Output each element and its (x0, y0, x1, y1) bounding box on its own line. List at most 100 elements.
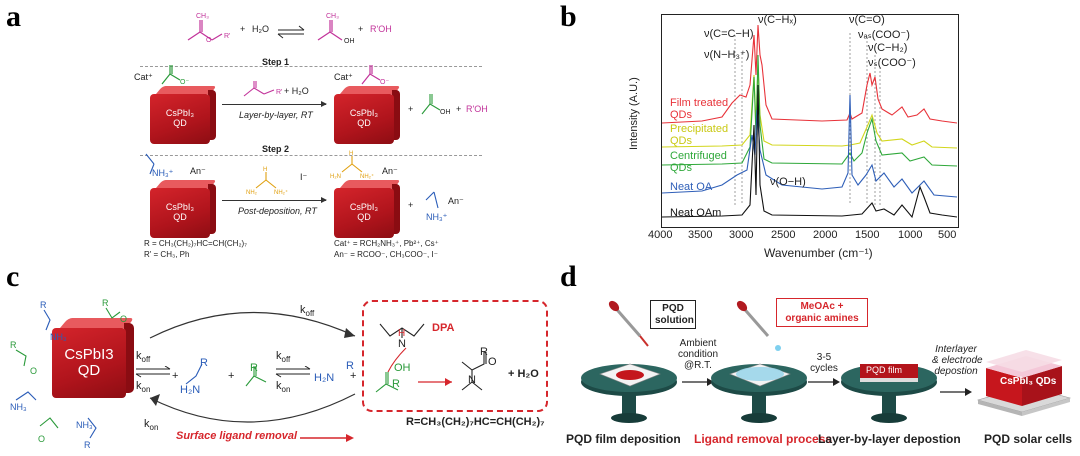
step2-divider (140, 155, 482, 156)
c-n-1: N (398, 338, 406, 350)
c-r-def: R=CH₃(CH₂)₇HC=CH(CH₂)₇ (406, 416, 545, 428)
step1-cat-left: Cat⁺ (134, 72, 153, 83)
top-plus-2: + (358, 24, 363, 34)
c-water: + H₂O (508, 368, 539, 380)
step2-nh3-right: NH₃⁺ (426, 212, 447, 223)
annot-o-h: ν(O−H) (770, 176, 806, 188)
c-o: O (488, 356, 497, 368)
annot-c-h2: ν(C−H₂) (868, 42, 907, 54)
c-r-4: R (392, 378, 400, 390)
k-on-bottom: kon (144, 418, 158, 432)
caption-deposition: PQD film deposition (566, 432, 681, 446)
acid-product-step1: OH (418, 90, 458, 122)
svg-text:O⁻: O⁻ (180, 79, 189, 86)
c-h2n-2: H₂N (314, 372, 334, 384)
fa-reagent: H NH₂ NH₂⁺ (246, 166, 296, 196)
step2-an-right: An⁻ (448, 196, 464, 207)
step2-plus: + (408, 200, 413, 210)
annot-c-o: ν(C=O) (849, 14, 885, 26)
series-label-film-l1: Film treated (670, 97, 728, 109)
svg-text:R': R' (224, 33, 230, 40)
c-plus-3: + (350, 370, 356, 382)
ester-hydrolysis-structures: CH₃ O R' CH₃ OH (178, 10, 398, 52)
eq-arrows-2 (274, 366, 314, 378)
footnote-an: An⁻ = RCOO⁻, CH₃COO⁻, I⁻ (334, 250, 438, 259)
k-on-2: kon (276, 380, 290, 394)
k-sub: on (142, 385, 151, 394)
annot-vs-coo: νₛ(COO⁻) (868, 56, 916, 69)
caption-removal: Ligand removal process (694, 432, 832, 446)
pqd-solution-1: PQD (655, 303, 691, 315)
series-label-film: Film treated QDs (670, 97, 728, 121)
svg-text:NH₃: NH₃ (10, 402, 27, 412)
fa-product: H H₂N NH₂⁺ (330, 150, 390, 180)
svg-text:H: H (263, 167, 267, 173)
c-plus-2: + (228, 370, 234, 382)
top-plus-1: + (240, 24, 245, 34)
c-r-2: R (250, 362, 258, 374)
svg-text:CH₃: CH₃ (196, 13, 209, 20)
series-label-precip-l1: Precipitated (670, 123, 728, 135)
annot-n-h: ν(N−H₃⁺) (704, 48, 749, 61)
step2-title: Step 2 (262, 144, 289, 154)
series-label-oa: Neat OA (670, 181, 712, 193)
cells-label: CsPbI₃ QDs (1000, 376, 1056, 387)
meoac-2: organic amines (781, 313, 863, 325)
svg-text:O⁻: O⁻ (380, 79, 389, 86)
step2-arrow (222, 200, 326, 201)
dpa-label: DPA (432, 322, 454, 334)
cycles-2: cycles (808, 363, 840, 374)
footnote-cat: Cat⁺ = RCH₂NH₃⁺, Pb²⁺, Cs⁺ (334, 239, 439, 248)
x-tick: 1500 (855, 229, 879, 241)
step1-plus-1: + (408, 104, 413, 114)
pqd-solution-2: solution (655, 315, 691, 327)
svg-text:O: O (38, 434, 45, 444)
svg-text:R: R (102, 298, 109, 308)
qd-label-2: QD (357, 119, 371, 129)
x-tick: 1000 (898, 229, 922, 241)
qd-cube-step1-right: CsPbI₃ QD (334, 86, 400, 144)
k-sub: off (306, 309, 315, 318)
carboxylate-left: O⁻ (152, 62, 192, 88)
b-xlabel: Wavenumber (cm⁻¹) (764, 246, 873, 260)
panel-letter-a: a (6, 0, 21, 34)
step1-condition: Layer-by-layer, RT (239, 110, 313, 120)
series-label-precip: Precipitated QDs (670, 123, 728, 147)
svg-text:NH₂⁺: NH₂⁺ (360, 173, 374, 180)
k-sub: off (282, 355, 291, 364)
svg-text:NH₃: NH₃ (76, 420, 93, 430)
svg-text:R: R (84, 440, 91, 450)
k-sub: on (150, 423, 159, 432)
c-plus-1: + (172, 370, 178, 382)
process-arrow-2 (806, 376, 842, 388)
carboxylate-right: O⁻ (352, 62, 392, 88)
step1-arrow (222, 104, 326, 105)
caption-cells: PQD solar cells (984, 432, 1072, 446)
c-h2n-1: H₂N (180, 384, 200, 396)
series-label-centri-l2: QDs (670, 162, 727, 174)
meoac-label: MeOAc + organic amines (776, 298, 868, 327)
step1-plus-2: + (456, 104, 461, 114)
svg-text:H: H (349, 151, 353, 157)
svg-text:R: R (10, 340, 17, 350)
series-label-precip-l2: QDs (670, 135, 728, 147)
series-label-centri-l1: Centrifuged (670, 150, 727, 162)
k-on-1: kon (136, 380, 150, 394)
step2-an-after: An⁻ (382, 166, 398, 177)
qd-label-2: QD (173, 119, 187, 129)
caption-lbl: Layer-by-layer depostion (818, 432, 961, 446)
spin-coater-2 (708, 344, 812, 424)
k-off-top: koff (300, 304, 314, 318)
step2-anion: An⁻ (190, 166, 206, 177)
step2-iodide: I⁻ (300, 172, 307, 183)
cycles-1: 3-5 (808, 352, 840, 363)
annot-vas-coo: νₐₛ(COO⁻) (858, 28, 910, 41)
c-r-5: R (480, 346, 488, 358)
k-sub: off (142, 355, 151, 364)
svg-text:CH₃: CH₃ (326, 13, 339, 20)
x-tick: 500 (938, 229, 956, 241)
qd-label-2: QD (357, 213, 371, 223)
panel-letter-b: b (560, 0, 577, 34)
annot-c-hx: ν(C−Hₓ) (758, 14, 797, 26)
qd-cube-step1-left: CsPbI₃ QD (150, 86, 216, 144)
